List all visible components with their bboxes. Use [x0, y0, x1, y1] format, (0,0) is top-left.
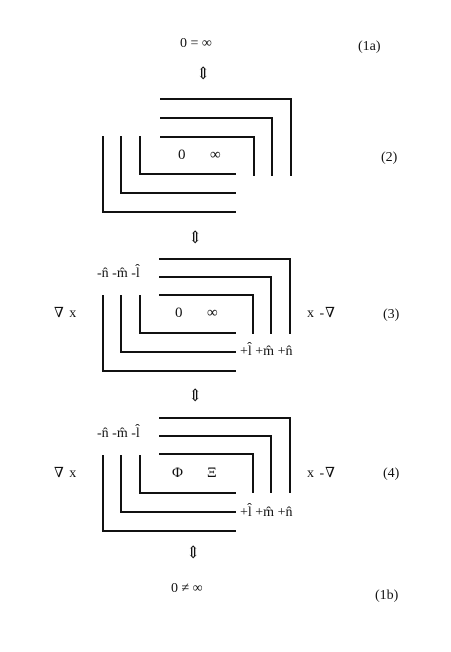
- fig2-left-symbol: 0: [178, 147, 186, 163]
- equation-label-1b: (1b): [375, 588, 399, 603]
- fig4-right-symbol: Ξ: [207, 465, 217, 481]
- fig4-right-brackets: [159, 417, 291, 493]
- equivalence-arrow-2: ⇕: [188, 228, 203, 247]
- fig3-left-symbol: 0: [175, 305, 183, 321]
- equivalence-arrow-3: ⇕: [188, 386, 203, 405]
- equation-label-1a: (1a): [358, 39, 381, 54]
- equivalence-arrow-4: ⇕: [186, 543, 201, 562]
- fig3-right-brackets: [159, 258, 291, 334]
- fig4-left-operator: ∇ x: [54, 466, 78, 481]
- fig4-left-symbol: Φ: [172, 465, 183, 481]
- fig4-left-brackets: [102, 455, 236, 532]
- fig4-positive-basis: +l̂ +m̂ +n̂: [240, 505, 293, 520]
- fig3-left-brackets: [102, 295, 236, 372]
- fig3-right-operator: x -∇: [307, 306, 336, 321]
- equation-label-4: (4): [383, 466, 400, 481]
- fig4-right-operator: x -∇: [307, 466, 336, 481]
- fig3-left-operator: ∇ x: [54, 306, 78, 321]
- fig3-negative-basis: -n̂ -m̂ -l̂: [97, 266, 140, 281]
- equation-1b: 0 ≠ ∞: [171, 581, 203, 596]
- fig3-right-symbol: ∞: [207, 305, 218, 321]
- fig2-right-brackets: [160, 98, 292, 176]
- fig4-negative-basis: -n̂ -m̂ -l̂: [97, 426, 140, 441]
- fig2-right-symbol: ∞: [210, 147, 221, 163]
- fig3-positive-basis: +l̂ +m̂ +n̂: [240, 344, 293, 359]
- fig2-left-brackets: [102, 136, 236, 213]
- equation-label-2: (2): [381, 150, 398, 165]
- equation-label-3: (3): [383, 307, 400, 322]
- equation-1a: 0 = ∞: [180, 36, 212, 51]
- equivalence-arrow-1: ⇕: [196, 64, 211, 83]
